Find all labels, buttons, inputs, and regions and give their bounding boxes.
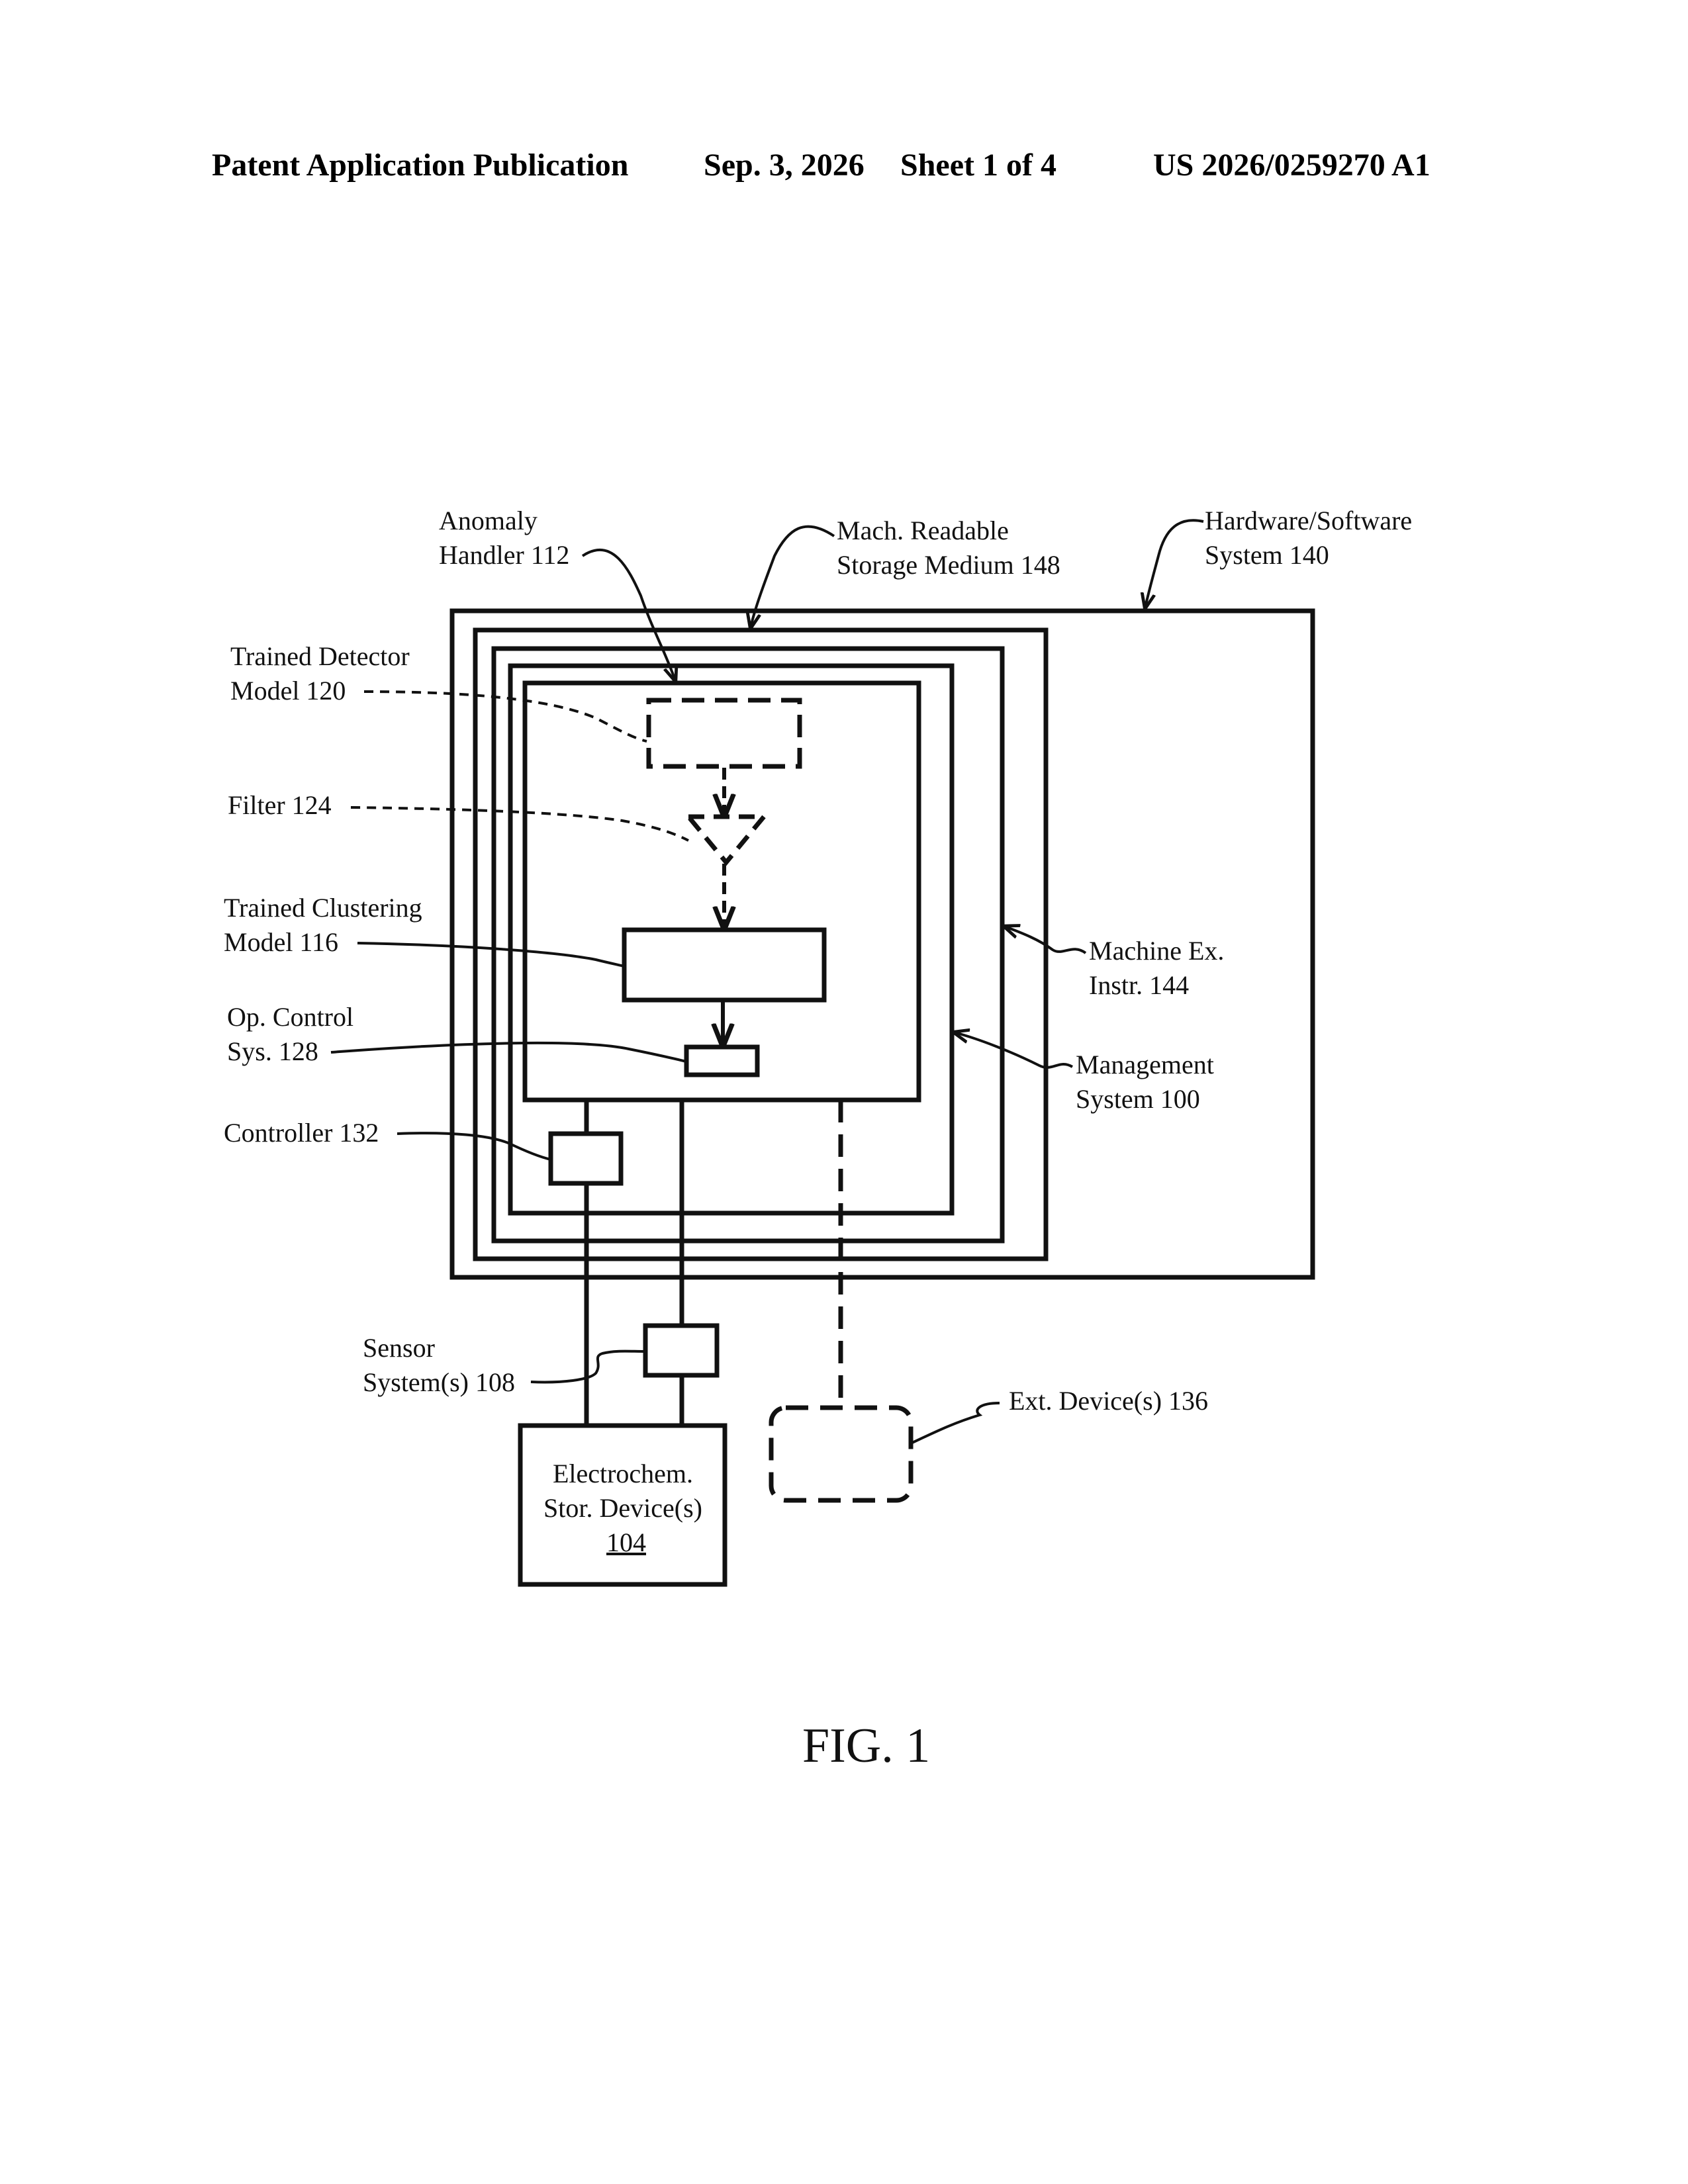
label-sensor-system: Sensor System(s) 108 <box>363 1333 515 1397</box>
trained-clustering-box <box>624 930 824 1000</box>
clustering-model-leader <box>357 943 624 966</box>
trained-detector-box <box>649 700 800 766</box>
hw-sw-system-leader <box>1145 520 1203 608</box>
ext-device-leader <box>912 1403 1000 1443</box>
label-anomaly-handler: Anomaly Handler 112 <box>439 506 569 570</box>
sensor-box <box>645 1326 717 1375</box>
storage-medium-box <box>475 630 1046 1259</box>
label-machine-instr: Machine Ex. Instr. 144 <box>1089 936 1231 1000</box>
management-system-box <box>510 666 952 1213</box>
label-ext-device: Ext. Device(s) 136 <box>1009 1386 1208 1416</box>
figure-title: FIG. 1 <box>802 1719 930 1773</box>
label-management-system: Management System 100 <box>1076 1050 1221 1114</box>
machine-instructions-box <box>494 649 1002 1241</box>
label-hw-sw-system: Hardware/Software System 140 <box>1205 506 1419 570</box>
label-storage-medium: Mach. Readable Storage Medium 148 <box>837 516 1060 580</box>
filter-symbol <box>688 817 764 862</box>
label-controller: Controller 132 <box>224 1118 379 1148</box>
label-filter: Filter 124 <box>228 790 332 820</box>
controller-box <box>551 1134 621 1183</box>
op-control-box <box>686 1047 757 1075</box>
trained-detector-leader <box>364 692 647 741</box>
anomaly-handler-leader <box>583 550 675 680</box>
label-electrochem-device: Electrochem. Stor. Device(s) 104 <box>543 1459 709 1557</box>
label-trained-detector: Trained Detector Model 120 <box>230 641 416 705</box>
label-clustering-model: Trained Clustering Model 116 <box>224 893 429 957</box>
label-op-control: Op. Control Sys. 128 <box>227 1002 360 1066</box>
management-system-leader <box>955 1032 1072 1068</box>
filter-leader <box>351 807 688 841</box>
ext-device-box <box>771 1408 911 1500</box>
